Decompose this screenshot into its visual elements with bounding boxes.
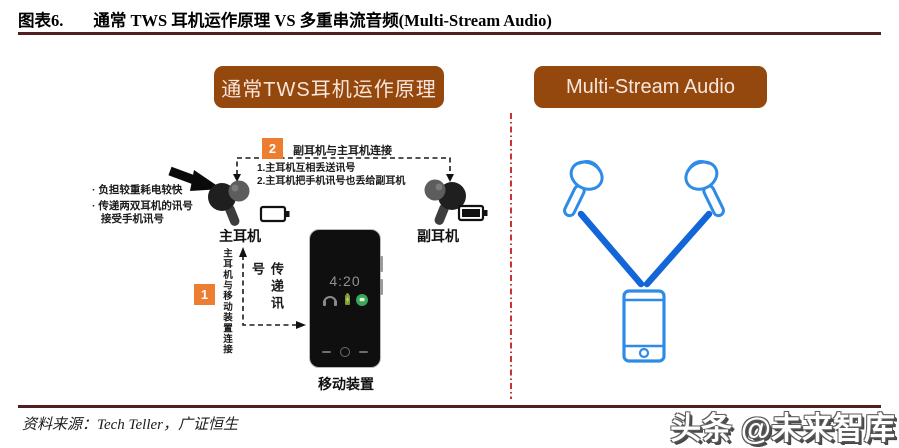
main-earbud-label: 主耳机 (219, 228, 261, 244)
source-note: 资料来源：Tech Teller，广证恒生 (22, 417, 238, 433)
battery-charging-icon (345, 293, 350, 305)
stream-link-left (577, 210, 645, 288)
stream-link-right (643, 210, 713, 288)
sub-earbud-label: 副耳机 (417, 228, 459, 244)
multi-stream-art (551, 154, 737, 363)
figure-number: 图表6. (18, 11, 64, 30)
panel-divider (510, 113, 512, 399)
device-link-line (242, 255, 297, 326)
bullet-signal: · 传递两双耳机的讯号接受手机讯号 (92, 200, 193, 225)
mobile-device-label: 移动装置 (318, 376, 374, 392)
left-panel-header: 通常TWS耳机运作原理 (214, 66, 444, 108)
step-1-badge: 1 (194, 284, 215, 305)
title-rule (18, 32, 881, 35)
figure-title: 图表6. 通常 TWS 耳机运作原理 VS 多重串流音频(Multi-Strea… (18, 7, 552, 31)
signal-transfer-label: 传递讯号 (250, 262, 284, 313)
main-earbud-bullets: · 负担较重耗电较快 · 传递两双耳机的讯号接受手机讯号 (92, 184, 196, 229)
right-panel-header: Multi-Stream Audio (534, 66, 767, 108)
step-2-label: 副耳机与主耳机连接 (293, 145, 392, 157)
figure-title-text: 通常 TWS 耳机运作原理 VS 多重串流音频(Multi-Stream Aud… (93, 11, 552, 30)
arrow-down-right-icon (446, 174, 454, 182)
pairing-notes: 1.主耳机互相丢送讯号 2.主耳机把手机讯号也丢给副耳机 (257, 163, 405, 188)
mobile-device: 4:20 (309, 229, 383, 368)
arrow-up-icon (239, 247, 247, 257)
chat-icon (356, 294, 368, 306)
battery-low-icon (259, 205, 290, 223)
nav-back-icon (322, 350, 331, 354)
watermark: 头条 @未来智库 (670, 411, 895, 446)
pairing-note-2: 2.主耳机把手机讯号也丢给副耳机 (257, 175, 406, 187)
headphone-icon (323, 296, 337, 306)
phone-power-button (380, 279, 383, 295)
step-2-badge: 2 (262, 138, 283, 159)
phone-nav-bar (322, 347, 368, 357)
nav-menu-icon (359, 350, 368, 354)
tws-diagram-art (168, 157, 488, 329)
pairing-bracket-line (236, 157, 451, 175)
battery-full-icon (457, 204, 488, 222)
nav-home-icon (340, 347, 350, 357)
step-1-label: 主耳机与移动装置连接 (221, 248, 232, 355)
footer-rule (18, 405, 881, 408)
arrow-down-left-icon (233, 174, 241, 182)
phone-clock: 4:20 (329, 273, 361, 289)
bullet-burden: · 负担较重耗电较快 (92, 184, 183, 196)
phone-status-icons (310, 291, 380, 307)
pairing-note-1: 1.主耳机互相丢送讯号 (257, 163, 356, 174)
smartphone-icon (622, 289, 666, 363)
phone-volume-button (380, 256, 383, 272)
arrow-right-icon (296, 321, 306, 329)
main-earbud-icon (208, 180, 250, 228)
